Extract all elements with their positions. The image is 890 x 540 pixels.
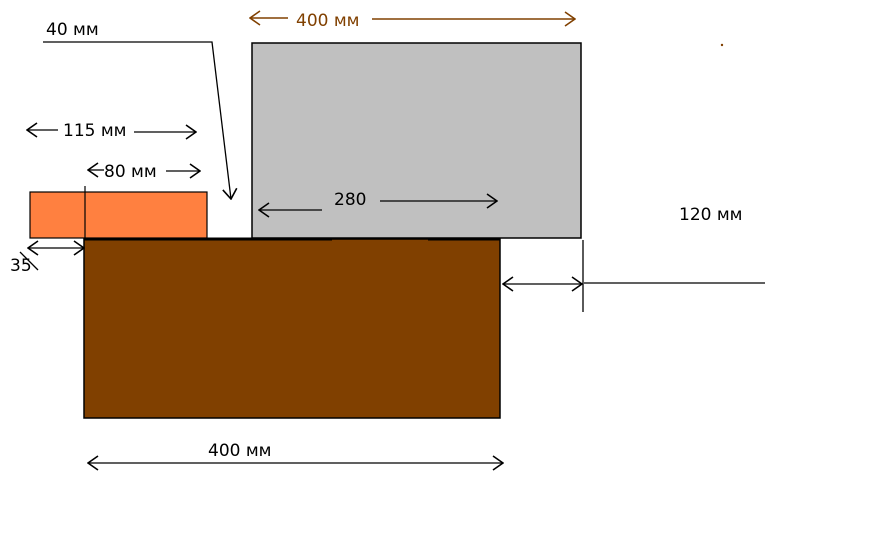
- top-width-label: 400 мм: [296, 11, 360, 31]
- brick-outer-label: 115 мм: [63, 121, 127, 141]
- stray-dot: [720, 43, 724, 47]
- ledge-leader-line: [19, 251, 39, 271]
- brick: [29, 191, 208, 239]
- base-width-label: 400 мм: [208, 441, 272, 461]
- gap-leader-line: [43, 41, 231, 199]
- offset-label: 120 мм: [679, 205, 743, 225]
- brick-inner-label: 80 мм: [104, 162, 157, 182]
- foundation: [83, 238, 501, 419]
- ledge-label: 35: [10, 256, 32, 276]
- inner-width-label: 280: [334, 190, 366, 210]
- gap-label: 40 мм: [46, 20, 99, 40]
- grey-block: [251, 42, 582, 239]
